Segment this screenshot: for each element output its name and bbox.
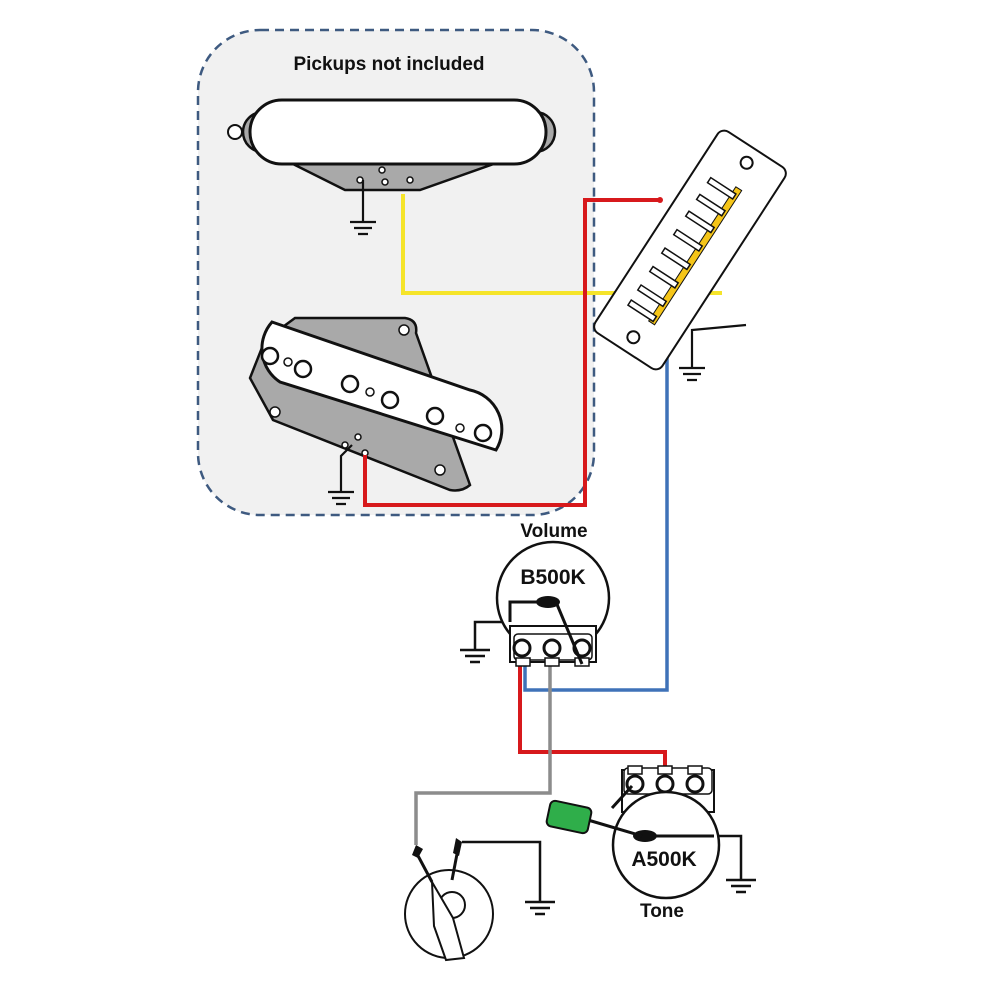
tone-value: A500K [631, 848, 696, 871]
wire-blue [523, 260, 669, 692]
volume-potentiometer [495, 540, 611, 667]
volume-value: B500K [520, 566, 585, 589]
ground-icon [679, 323, 747, 382]
volume-title: Volume [520, 521, 587, 542]
capacitor-icon [545, 799, 593, 835]
bridge-pickup [248, 316, 504, 492]
ground-icon [462, 840, 555, 916]
output-jack [404, 838, 494, 962]
wire-red [363, 198, 660, 507]
neck-pickup [227, 98, 557, 192]
ground-icon [328, 444, 354, 506]
ground-icon [460, 620, 510, 664]
tone-title: Tone [640, 901, 684, 922]
mount-hole-icon [227, 124, 243, 140]
ground-icon [350, 180, 376, 236]
wire-gray [414, 666, 552, 845]
3-way-switch [593, 129, 787, 371]
wire-red [518, 666, 667, 772]
pickups-note: Pickups not included [293, 54, 484, 75]
ground-icon [714, 834, 756, 894]
tone-potentiometer [587, 765, 721, 900]
